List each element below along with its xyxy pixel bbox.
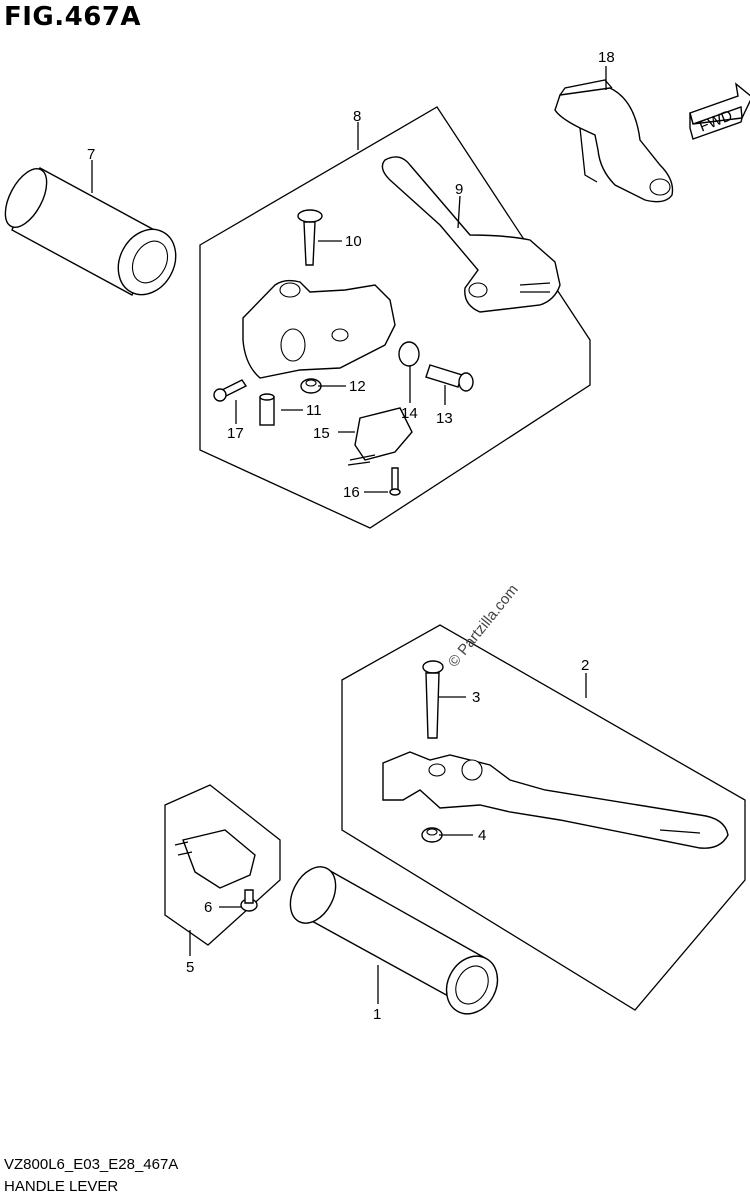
adjuster-14: [398, 341, 420, 367]
switch-15: [347, 407, 413, 466]
pivot-bolt-3: [422, 660, 444, 739]
watermark: © Partzilla.com: [445, 581, 522, 670]
assembly-box-8: [199, 106, 591, 529]
part-label-13: 13: [436, 410, 453, 427]
part-label-4: 4: [478, 827, 486, 844]
lever-holder-8: [242, 279, 396, 379]
lever-boot-18: [554, 79, 674, 203]
part-label-16: 16: [343, 484, 360, 501]
part-label-11: 11: [306, 402, 322, 419]
part-label-8: 8: [353, 108, 361, 125]
part-label-18: 18: [598, 49, 615, 66]
part-label-6: 6: [204, 899, 212, 916]
screw-16: [389, 467, 401, 496]
assembly-box-5: [164, 784, 281, 946]
figure-title: FIG.467A: [4, 2, 142, 32]
switch-5: [174, 829, 256, 889]
part-label-9: 9: [455, 181, 463, 198]
screw-17: [213, 379, 248, 402]
part-label-5: 5: [186, 959, 194, 976]
part-label-10: 10: [345, 233, 362, 250]
part-label-7: 7: [87, 146, 95, 163]
part-label-1: 1: [373, 1006, 381, 1023]
leader-9: [457, 195, 461, 229]
screw-6: [240, 889, 258, 912]
part-label-2: 2: [581, 657, 589, 674]
assembly-box-2: [341, 624, 746, 1011]
part-label-12: 12: [349, 378, 366, 395]
fwd-direction-arrow: FWD: [689, 82, 750, 140]
brake-lever-2: [382, 751, 729, 849]
part-label-3: 3: [472, 689, 480, 706]
part-label-15: 15: [313, 425, 330, 442]
grip-7: [4, 167, 177, 296]
nut-12: [300, 378, 322, 394]
pivot-bolt-10: [297, 209, 323, 266]
throttle-grip-1: [289, 866, 499, 1015]
diagram-code: VZ800L6_E03_E28_467A: [4, 1156, 179, 1173]
part-label-17: 17: [227, 425, 244, 442]
collar-11: [259, 393, 275, 426]
adjust-screw-13: [425, 364, 474, 392]
part-label-14: 14: [401, 405, 418, 422]
diagram-name: HANDLE LEVER: [4, 1178, 119, 1195]
clutch-lever-9: [381, 156, 561, 313]
